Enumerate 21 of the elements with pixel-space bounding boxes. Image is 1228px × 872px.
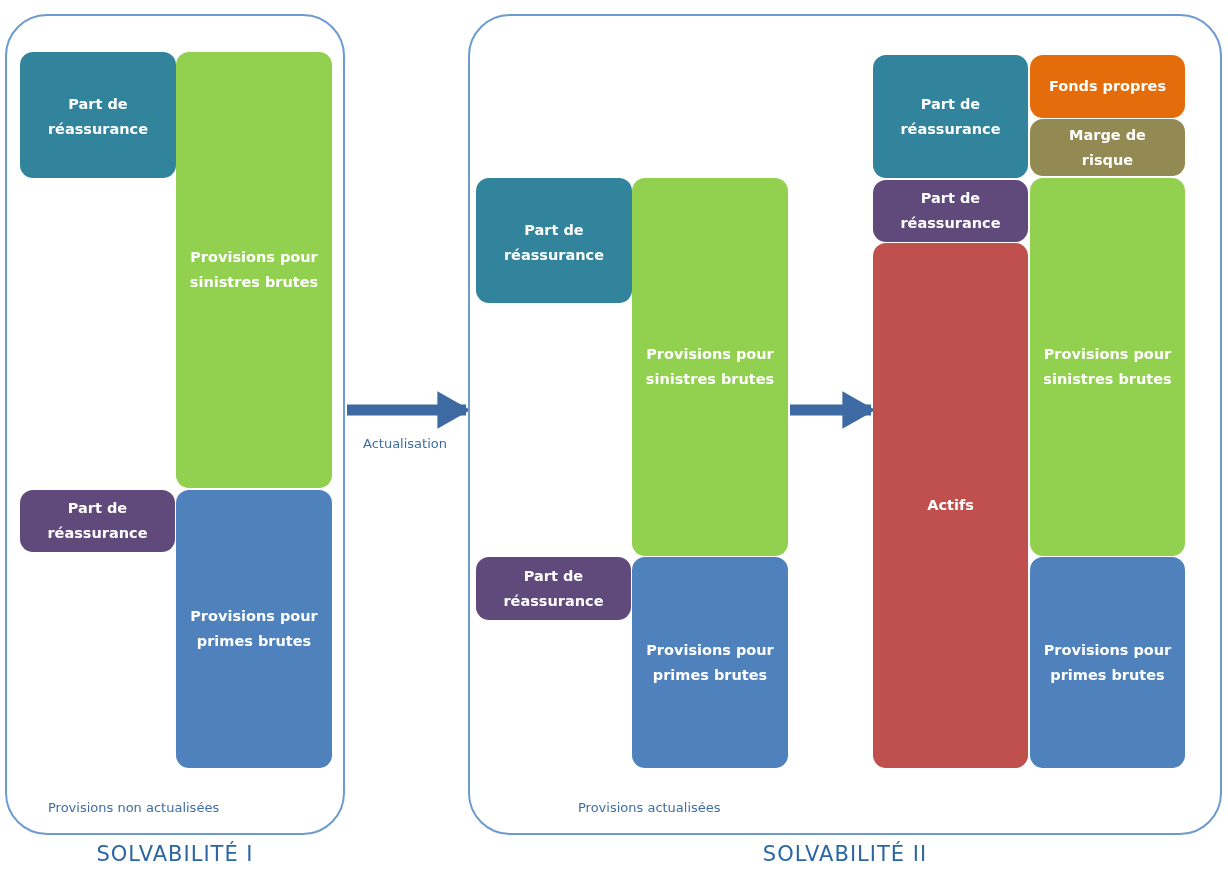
- block: Marge de risque: [1030, 119, 1185, 176]
- block: Fonds propres: [1030, 55, 1185, 118]
- block: Part de réassurance: [20, 52, 176, 178]
- block: Provisions pour primes brutes: [1030, 557, 1185, 768]
- panel-caption: Provisions non actualisées: [48, 800, 220, 815]
- edge-label: Actualisation: [361, 436, 449, 451]
- block: Provisions pour sinistres brutes: [176, 52, 332, 488]
- block: Part de réassurance: [20, 490, 175, 552]
- block: Provisions pour primes brutes: [632, 557, 788, 768]
- panel-caption: Provisions actualisées: [578, 800, 721, 815]
- panel-heading: SOLVABILITÉ II: [761, 842, 929, 866]
- block: Part de réassurance: [873, 180, 1028, 242]
- block: Part de réassurance: [873, 55, 1028, 178]
- block: Actifs: [873, 243, 1028, 768]
- block: Part de réassurance: [476, 557, 631, 620]
- block: Provisions pour sinistres brutes: [1030, 178, 1185, 556]
- block: Provisions pour primes brutes: [176, 490, 332, 768]
- block: Part de réassurance: [476, 178, 632, 303]
- panel-heading: SOLVABILITÉ I: [95, 842, 255, 866]
- arrow: [347, 391, 471, 429]
- block: Provisions pour sinistres brutes: [632, 178, 788, 556]
